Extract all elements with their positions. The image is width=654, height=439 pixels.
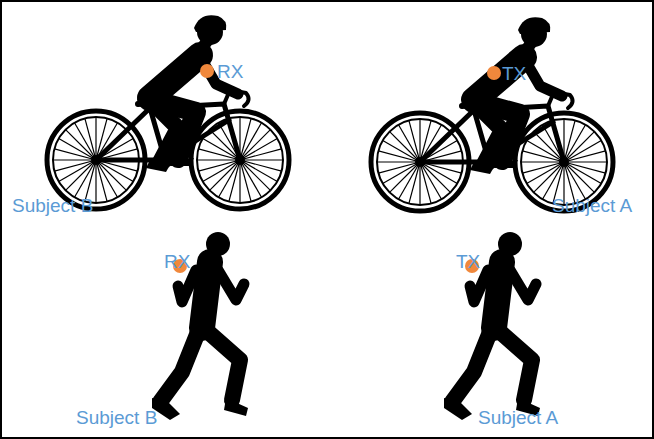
spoke-line: [563, 119, 564, 162]
spoke-line: [95, 117, 96, 160]
spoke-line: [96, 159, 139, 160]
spoke-line: [564, 162, 586, 199]
spoke-line: [240, 160, 262, 197]
cyclist-silhouette: [47, 15, 289, 209]
spoke-line: [399, 125, 421, 162]
spoke-line: [96, 160, 107, 202]
subject-label: Subject B: [76, 408, 157, 427]
spoke-line: [240, 149, 282, 160]
spoke-line: [96, 139, 133, 161]
spoke-line: [522, 162, 564, 173]
spoke-line: [54, 160, 96, 171]
cyclist-silhouette: [371, 17, 613, 211]
subject-label: Subject B: [12, 196, 93, 215]
spoke-line: [198, 160, 240, 171]
spoke-line: [219, 123, 241, 160]
spoke-line: [240, 139, 277, 161]
spoke-line: [240, 160, 251, 202]
spoke-line: [377, 161, 420, 162]
spoke-line: [543, 125, 565, 162]
spoke-line: [59, 160, 96, 182]
spoke-line: [96, 149, 138, 160]
spoke-line: [420, 141, 457, 163]
spoke-line: [420, 151, 462, 162]
spoke-line: [203, 160, 240, 182]
spoke-line: [409, 120, 420, 162]
transmitter-label: TX: [502, 64, 526, 83]
receiver-label: RX: [164, 252, 190, 271]
spoke-line: [239, 117, 240, 160]
spoke-line: [553, 120, 564, 162]
subject-label: Subject A: [478, 408, 558, 427]
spoke-line: [383, 162, 420, 184]
spoke-line: [85, 118, 96, 160]
spoke-line: [95, 160, 96, 203]
spoke-line: [239, 160, 240, 203]
spoke-line: [420, 162, 442, 199]
spoke-line: [419, 119, 420, 162]
spoke-line: [378, 162, 420, 173]
spoke-line: [564, 161, 607, 162]
sensor-dot: [487, 66, 501, 80]
spoke-line: [521, 161, 564, 162]
runner-silhouette: [444, 232, 540, 420]
spoke-line: [75, 123, 97, 160]
spoke-line: [527, 162, 564, 184]
subject-label: Subject A: [552, 196, 632, 215]
receiver-label: RX: [217, 62, 243, 81]
spoke-line: [564, 151, 606, 162]
spoke-line: [240, 159, 283, 160]
spoke-line: [96, 160, 118, 197]
spoke-line: [419, 162, 420, 205]
spoke-line: [197, 159, 240, 160]
spoke-line: [420, 161, 463, 162]
spoke-line: [229, 118, 240, 160]
sensor-dot: [200, 64, 214, 78]
spoke-line: [53, 159, 96, 160]
spoke-line: [420, 162, 431, 204]
spoke-line: [564, 141, 601, 163]
runner-silhouette: [152, 232, 248, 420]
transmitter-label: TX: [456, 252, 480, 271]
wheel-spokes: [53, 117, 607, 205]
